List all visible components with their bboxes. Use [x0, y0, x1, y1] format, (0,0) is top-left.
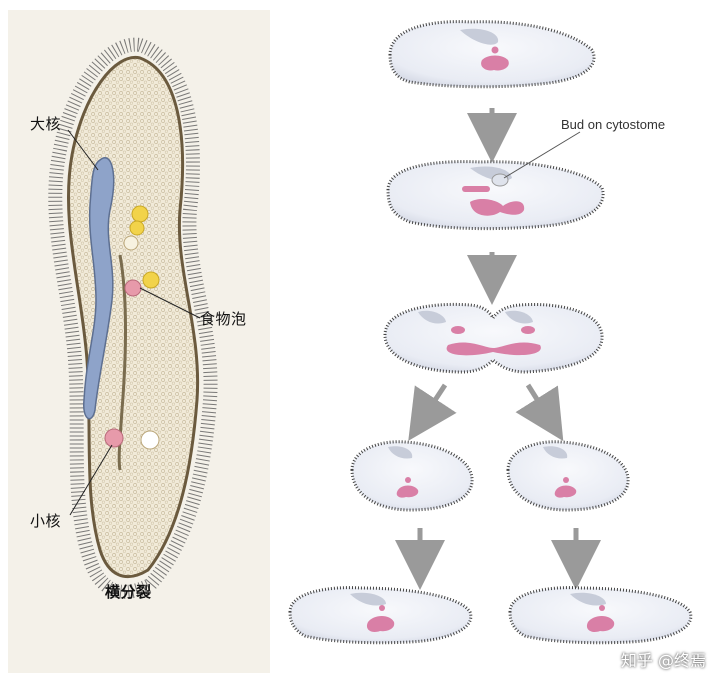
nucleus — [554, 485, 577, 498]
macronucleus — [83, 157, 115, 420]
food-vacuole — [142, 271, 160, 289]
cell-stage-3 — [383, 302, 604, 374]
cell-membrane — [66, 56, 200, 579]
food-vacuole — [123, 235, 139, 251]
label-bud-on-cytostome: Bud on cytostome — [561, 117, 666, 132]
micronucleus — [491, 46, 499, 54]
label-food-vacuole: 食物泡 — [200, 310, 247, 328]
daughter-cell-left — [350, 440, 474, 512]
cell-stage-1 — [388, 20, 596, 89]
micronucleus — [104, 428, 124, 448]
micronucleus-dividing — [462, 186, 490, 192]
arrow-down-right — [515, 383, 564, 442]
food-vacuole — [131, 205, 149, 223]
label-micronucleus: 小核 — [30, 512, 62, 530]
leader-macronucleus — [67, 129, 99, 171]
oral-groove — [117, 254, 127, 471]
final-cell-left — [288, 586, 473, 645]
food-vacuole — [129, 220, 145, 236]
nucleus — [586, 616, 615, 632]
nucleus-dividing — [470, 199, 525, 216]
food-vacuole — [124, 279, 142, 297]
division-sequence — [288, 20, 693, 645]
daughter-cell-right — [506, 440, 630, 512]
bud-on-cytostome — [491, 173, 509, 187]
nucleus — [366, 616, 395, 632]
leader-food-vacuole — [139, 287, 201, 319]
nucleus-elongated — [446, 342, 541, 356]
final-cell-right — [508, 586, 693, 645]
watermark: 知乎 @终焉 — [620, 651, 706, 670]
left-paramecium — [48, 37, 218, 599]
nucleus — [396, 485, 419, 498]
label-macronucleus: 大核 — [30, 115, 62, 133]
caption-transverse-fission: 横分裂 — [105, 583, 152, 601]
contractile-vacuole — [140, 430, 160, 450]
leader-bud — [503, 131, 581, 179]
arrow-down-left — [408, 383, 457, 441]
nucleus — [481, 55, 509, 71]
cilia-halo — [48, 37, 218, 599]
leader-micronucleus — [69, 444, 113, 516]
cell-stage-2 — [386, 131, 605, 231]
